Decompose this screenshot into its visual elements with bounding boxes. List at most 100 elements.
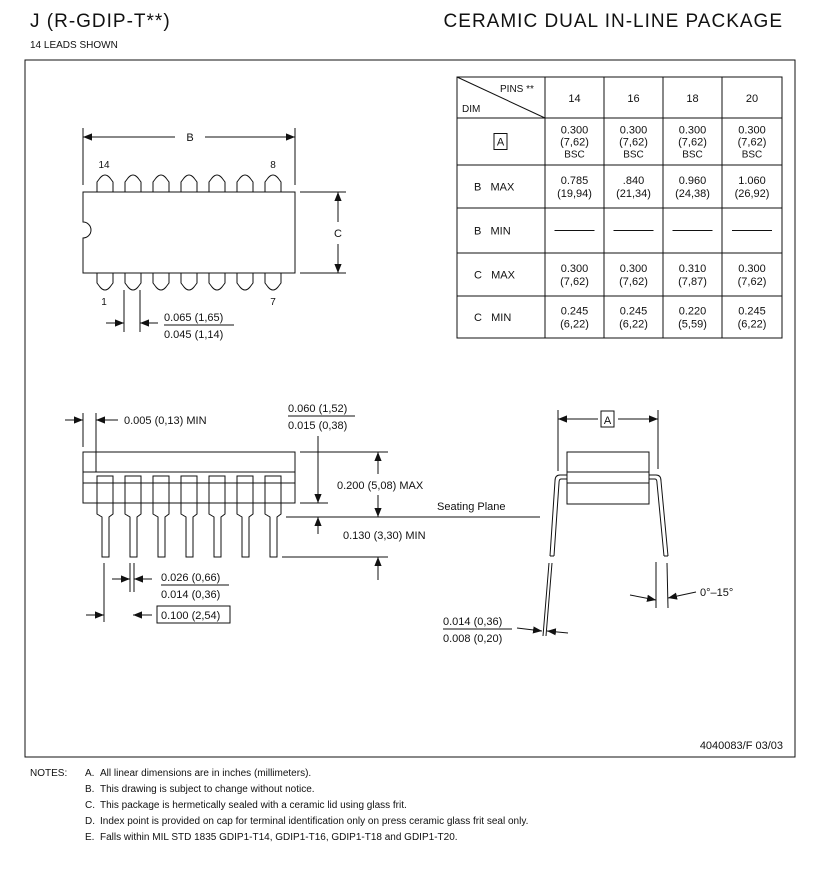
top-lead xyxy=(236,174,254,192)
note-letter: D. xyxy=(85,816,95,827)
side-view: 0.005 (0,13) MIN 0.060 (1,52) 0.015 (0,3… xyxy=(65,403,540,624)
drawing-border xyxy=(24,59,796,758)
angle-dim: 0°–15° xyxy=(700,587,733,599)
side-lead xyxy=(236,475,254,558)
top-view: B 14 8 1 7 C 0.065 (1,65) 0.045 (1,14) xyxy=(82,128,346,341)
table-cell-value: (7,62) xyxy=(619,137,648,149)
top-lead xyxy=(180,174,198,192)
standoff-min: 0.015 (0,38) xyxy=(288,420,347,432)
dim-row-label: A xyxy=(497,137,505,149)
lead-width-min: 0.045 (1,14) xyxy=(164,329,223,341)
table-cell-value: 0.245 xyxy=(738,306,766,318)
bottom-lead xyxy=(96,273,114,291)
package-body xyxy=(82,191,296,274)
pin-width-min: 0.014 (0,36) xyxy=(161,589,220,601)
dim-header: DIM xyxy=(462,104,480,115)
table-cell-value: (21,34) xyxy=(616,188,651,200)
pins-header: PINS ** xyxy=(500,84,534,95)
table-cell-value: — xyxy=(747,226,758,238)
side-body xyxy=(82,451,296,504)
pin-count-header: 20 xyxy=(746,93,758,105)
table-cell-value: 0.245 xyxy=(620,306,648,318)
note-text: Falls within MIL STD 1835 GDIP1-T14, GDI… xyxy=(100,832,458,843)
table-cell-value: BSC xyxy=(742,150,763,161)
table-cell-value: (5,59) xyxy=(678,319,707,331)
table-cell-value: (6,22) xyxy=(619,319,648,331)
table-cell-value: BSC xyxy=(623,150,644,161)
note-letter: E. xyxy=(85,832,94,843)
end-clearance-dim: 0.005 (0,13) MIN xyxy=(124,415,207,427)
table-cell-value: (7,87) xyxy=(678,276,707,288)
seating-plane-label: Seating Plane xyxy=(437,501,506,513)
table-cell-value: 0.300 xyxy=(738,263,766,275)
pin-count-header: 14 xyxy=(568,93,580,105)
bottom-lead xyxy=(236,273,254,291)
table-cell-value: (7,62) xyxy=(678,137,707,149)
pin-7-label: 7 xyxy=(270,297,276,308)
notes: NOTES: A. All linear dimensions are in in… xyxy=(30,768,528,843)
lead-thickness-min: 0.008 (0,20) xyxy=(443,633,502,645)
table-cell-value: (19,94) xyxy=(557,188,592,200)
top-lead xyxy=(152,174,170,192)
note-letter: C. xyxy=(85,800,95,811)
pin-count-header: 18 xyxy=(686,93,698,105)
leads-shown: 14 LEADS SHOWN xyxy=(30,40,118,51)
notes-label: NOTES: xyxy=(30,768,67,779)
dim-row-label: C MAX xyxy=(474,270,516,282)
bottom-lead xyxy=(208,273,226,291)
dim-b-label: B xyxy=(186,132,193,144)
dim-row-label: C MIN xyxy=(474,312,511,324)
table-cell-value: 0.300 xyxy=(620,263,648,275)
height-dim: 0.200 (5,08) MAX xyxy=(337,480,424,492)
top-lead xyxy=(264,174,282,192)
table-cell-value: 0.960 xyxy=(679,175,707,187)
table-cell-value: 0.300 xyxy=(679,125,707,137)
table-cell-value: 0.300 xyxy=(738,125,766,137)
pin-8-label: 8 xyxy=(270,160,276,171)
side-lead xyxy=(96,475,114,558)
pin-1-label: 1 xyxy=(101,297,107,308)
table-cell-value: (6,22) xyxy=(560,319,589,331)
table-cell-value: 0.220 xyxy=(679,306,707,318)
table-cell-value: 0.310 xyxy=(679,263,707,275)
package-name: CERAMIC DUAL IN-LINE PACKAGE xyxy=(444,11,783,32)
top-lead xyxy=(124,174,142,192)
top-lead xyxy=(96,174,114,192)
table-cell-value: (7,62) xyxy=(738,276,767,288)
table-cell-value: 0.245 xyxy=(561,306,589,318)
table-cell-value: (7,62) xyxy=(560,137,589,149)
pitch-dim: 0.100 (2,54) xyxy=(161,610,220,622)
table-cell-value: (24,38) xyxy=(675,188,710,200)
end-body xyxy=(566,451,650,505)
bottom-lead xyxy=(124,273,142,291)
end-view: A 0°–15° 0.014 (0,36) 0.008 (0,20) xyxy=(443,410,733,645)
note-text: This drawing is subject to change withou… xyxy=(100,784,315,795)
table-cell-value: (6,22) xyxy=(738,319,767,331)
lead-thickness-max: 0.014 (0,36) xyxy=(443,616,502,628)
side-lead xyxy=(124,475,142,558)
note-letter: A. xyxy=(85,768,94,779)
table-cell-value: 1.060 xyxy=(738,175,766,187)
table-cell-value: (7,62) xyxy=(619,276,648,288)
note-text: This package is hermetically sealed with… xyxy=(100,800,407,811)
bottom-lead xyxy=(264,273,282,291)
table-cell-value: 0.300 xyxy=(620,125,648,137)
table-cell-value: BSC xyxy=(564,150,585,161)
table-cell-value: (7,62) xyxy=(738,137,767,149)
pin-14-label: 14 xyxy=(98,160,110,171)
note-text: All linear dimensions are in inches (mil… xyxy=(100,768,311,779)
note-text: Index point is provided on cap for termi… xyxy=(100,816,528,827)
dim-a-label: A xyxy=(604,415,612,427)
table-cell-value: 0.300 xyxy=(561,125,589,137)
table-cell-value: — xyxy=(628,226,639,238)
top-lead xyxy=(208,174,226,192)
lead-width-max: 0.065 (1,65) xyxy=(164,312,223,324)
table-cell-value: — xyxy=(569,226,580,238)
table-cell-value: BSC xyxy=(682,150,703,161)
table-cell-value: 0.785 xyxy=(561,175,589,187)
pin-width-max: 0.026 (0,66) xyxy=(161,572,220,584)
package-code: J (R-GDIP-T**) xyxy=(30,11,171,32)
lead-length-dim: 0.130 (3,30) MIN xyxy=(343,530,426,542)
